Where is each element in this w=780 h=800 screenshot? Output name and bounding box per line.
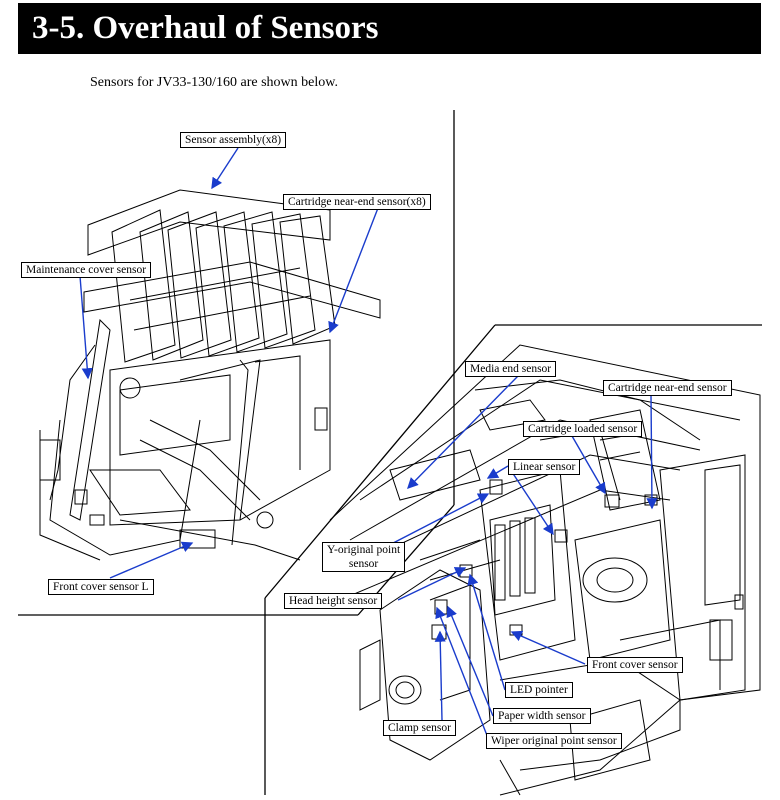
y-original-point-line2: sensor: [348, 558, 379, 570]
media-end-sensor-label: Media end sensor: [465, 361, 557, 377]
paper-width-sensor-label: Paper width sensor: [493, 708, 591, 724]
callout-arrows: [79, 147, 658, 739]
y-original-point-sensor-label: Y-original point sensor: [322, 542, 406, 572]
led-pointer-label: LED pointer: [505, 682, 573, 698]
clamp-sensor-label: Clamp sensor: [383, 720, 456, 736]
page-title: 3-5. Overhaul of Sensors: [32, 10, 379, 46]
head-height-sensor-label: Head height sensor: [284, 593, 383, 609]
left-machine-drawing: [39, 189, 381, 561]
cartridge-near-end-sensor-label: Cartridge near-end sensor: [603, 380, 732, 396]
wiper-original-point-sensor-label: Wiper original point sensor: [486, 733, 622, 749]
page-title-bar: 3-5. Overhaul of Sensors: [18, 3, 761, 54]
cartridge-near-end-x8-label: Cartridge near-end sensor(x8): [283, 194, 431, 210]
right-machine-drawing: [329, 344, 761, 796]
linear-sensor-label: Linear sensor: [508, 459, 581, 475]
front-cover-sensor-l-label: Front cover sensor L: [48, 579, 154, 595]
frame-lines: [18, 110, 762, 795]
intro-text: Sensors for JV33-130/160 are shown below…: [90, 75, 338, 90]
front-cover-sensor-label: Front cover sensor: [587, 657, 683, 673]
maintenance-cover-sensor-label: Maintenance cover sensor: [21, 262, 152, 278]
sensor-assembly-label: Sensor assembly(x8): [180, 132, 287, 148]
y-original-point-line1: Y-original point: [327, 544, 401, 556]
cartridge-loaded-sensor-label: Cartridge loaded sensor: [523, 421, 643, 437]
